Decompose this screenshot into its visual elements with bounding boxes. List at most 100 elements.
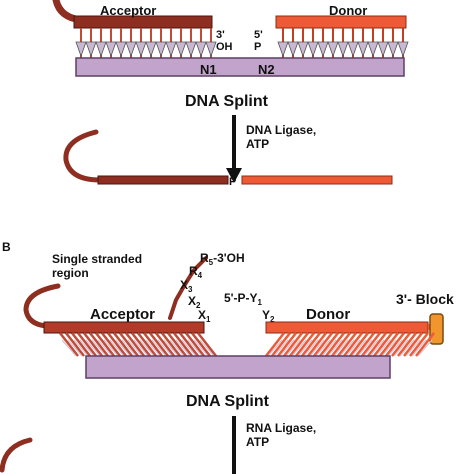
base-pair-stroke (95, 332, 115, 357)
base-pair-tooth (145, 41, 157, 58)
base-pair-stroke (271, 332, 291, 357)
base-pair-stroke (115, 339, 131, 357)
base-pair-stroke (161, 332, 181, 357)
base-pair-stroke (325, 332, 345, 357)
base-pair-stroke (273, 339, 289, 357)
base-pair-stroke (149, 332, 169, 357)
base-pair-stroke (405, 339, 421, 357)
base-pair-stroke (379, 332, 399, 357)
base-pair-stroke (59, 332, 79, 357)
base-pair-stroke (403, 332, 423, 357)
base-pair-stroke (119, 332, 139, 357)
product-curl-a (63, 129, 103, 183)
base-pair-stroke (185, 332, 205, 357)
product-donor-a (241, 175, 393, 185)
acceptor-strand-a (73, 15, 213, 29)
base-pair-stroke (333, 339, 349, 357)
base-pair-stroke (339, 339, 355, 357)
base-pair-tooth (155, 41, 167, 58)
splint-label-a: DNA Splint (185, 93, 269, 110)
single-strand-label-2: region (52, 266, 89, 280)
product-acceptor-a (97, 175, 229, 185)
base-pair-stroke (83, 332, 103, 357)
donor-label-a: Donor (329, 3, 367, 18)
base-pair-tooth (85, 41, 97, 58)
base-pair-stroke (167, 332, 187, 357)
base-pair-stroke (391, 332, 411, 357)
base-pair-stroke (79, 339, 95, 357)
base-pair-stroke (97, 339, 113, 357)
splint-label-b: DNA Splint (186, 393, 270, 410)
acceptor-base-pairs-b (59, 332, 217, 357)
reaction-arrowhead-a (226, 168, 242, 183)
acceptor-label-a: Acceptor (100, 3, 156, 18)
panel-b: B Single stranded region R5-3'OH R4 X3 X… (0, 240, 454, 474)
base-pair-stroke (187, 339, 203, 357)
base-pair-stroke (331, 332, 351, 357)
donor-base-pairs-b (265, 332, 435, 357)
base-pair-stroke (151, 339, 167, 357)
donor-strand-b (265, 321, 429, 334)
base-pair-stroke (85, 339, 101, 357)
base-pair-stroke (345, 339, 361, 357)
base-pair-stroke (267, 339, 283, 357)
base-pair-stroke (303, 339, 319, 357)
base-pair-stroke (133, 339, 149, 357)
base-pair-stroke (173, 332, 193, 357)
base-pair-stroke (125, 332, 145, 357)
base-pair-stroke (181, 339, 197, 357)
base-pair-stroke (155, 332, 175, 357)
base-pair-tooth (105, 41, 117, 58)
base-pair-stroke (67, 339, 83, 357)
base-pair-stroke (91, 339, 107, 357)
base-pair-stroke (283, 332, 303, 357)
base-pair-tooth (75, 41, 87, 58)
base-pair-stroke (279, 339, 295, 357)
panel-b-letter: B (2, 240, 11, 254)
base-pair-stroke (309, 339, 325, 357)
base-pair-stroke (157, 339, 173, 357)
x2-label: X2 (188, 294, 201, 310)
base-pair-stroke (193, 339, 209, 357)
product-curl-b (0, 437, 33, 473)
single-strand-overhang (168, 256, 208, 320)
base-pair-tooth (135, 41, 147, 58)
base-pair-stroke (369, 339, 385, 357)
base-pair-tooth (195, 41, 207, 58)
base-pair-stroke (145, 339, 161, 357)
base-pair-stroke (289, 332, 309, 357)
base-pair-stroke (291, 339, 307, 357)
base-pair-stroke (127, 339, 143, 357)
base-pair-stroke (71, 332, 91, 357)
base-pair-stroke (415, 332, 435, 357)
enzyme-label-a-2: ATP (246, 137, 269, 151)
base-pair-tooth (367, 41, 379, 58)
base-pair-stroke (89, 332, 109, 357)
base-pair-tooth (317, 41, 329, 58)
base-pair-stroke (169, 339, 185, 357)
base-pair-stroke (139, 339, 155, 357)
x3-label: X3 (180, 278, 193, 294)
base-pair-stroke (101, 332, 121, 357)
base-pair-tooth (297, 41, 309, 58)
base-pair-stroke (197, 332, 217, 357)
base-pair-stroke (381, 339, 397, 357)
base-pair-stroke (361, 332, 381, 357)
base-pair-stroke (313, 332, 333, 357)
donor-p-label: P (254, 41, 261, 53)
base-pair-stroke (363, 339, 379, 357)
base-pair-tooth (337, 41, 349, 58)
base-pair-stroke (175, 339, 191, 357)
base-pair-tooth (115, 41, 127, 58)
base-pair-stroke (65, 332, 85, 357)
base-pair-tooth (125, 41, 137, 58)
base-pair-stroke (357, 339, 373, 357)
base-pair-stroke (307, 332, 327, 357)
base-pair-stroke (163, 339, 179, 357)
n1-label: N1 (200, 62, 217, 77)
base-pair-stroke (277, 332, 297, 357)
base-pair-stroke (327, 339, 343, 357)
base-pair-stroke (343, 332, 363, 357)
base-pair-tooth (307, 41, 319, 58)
